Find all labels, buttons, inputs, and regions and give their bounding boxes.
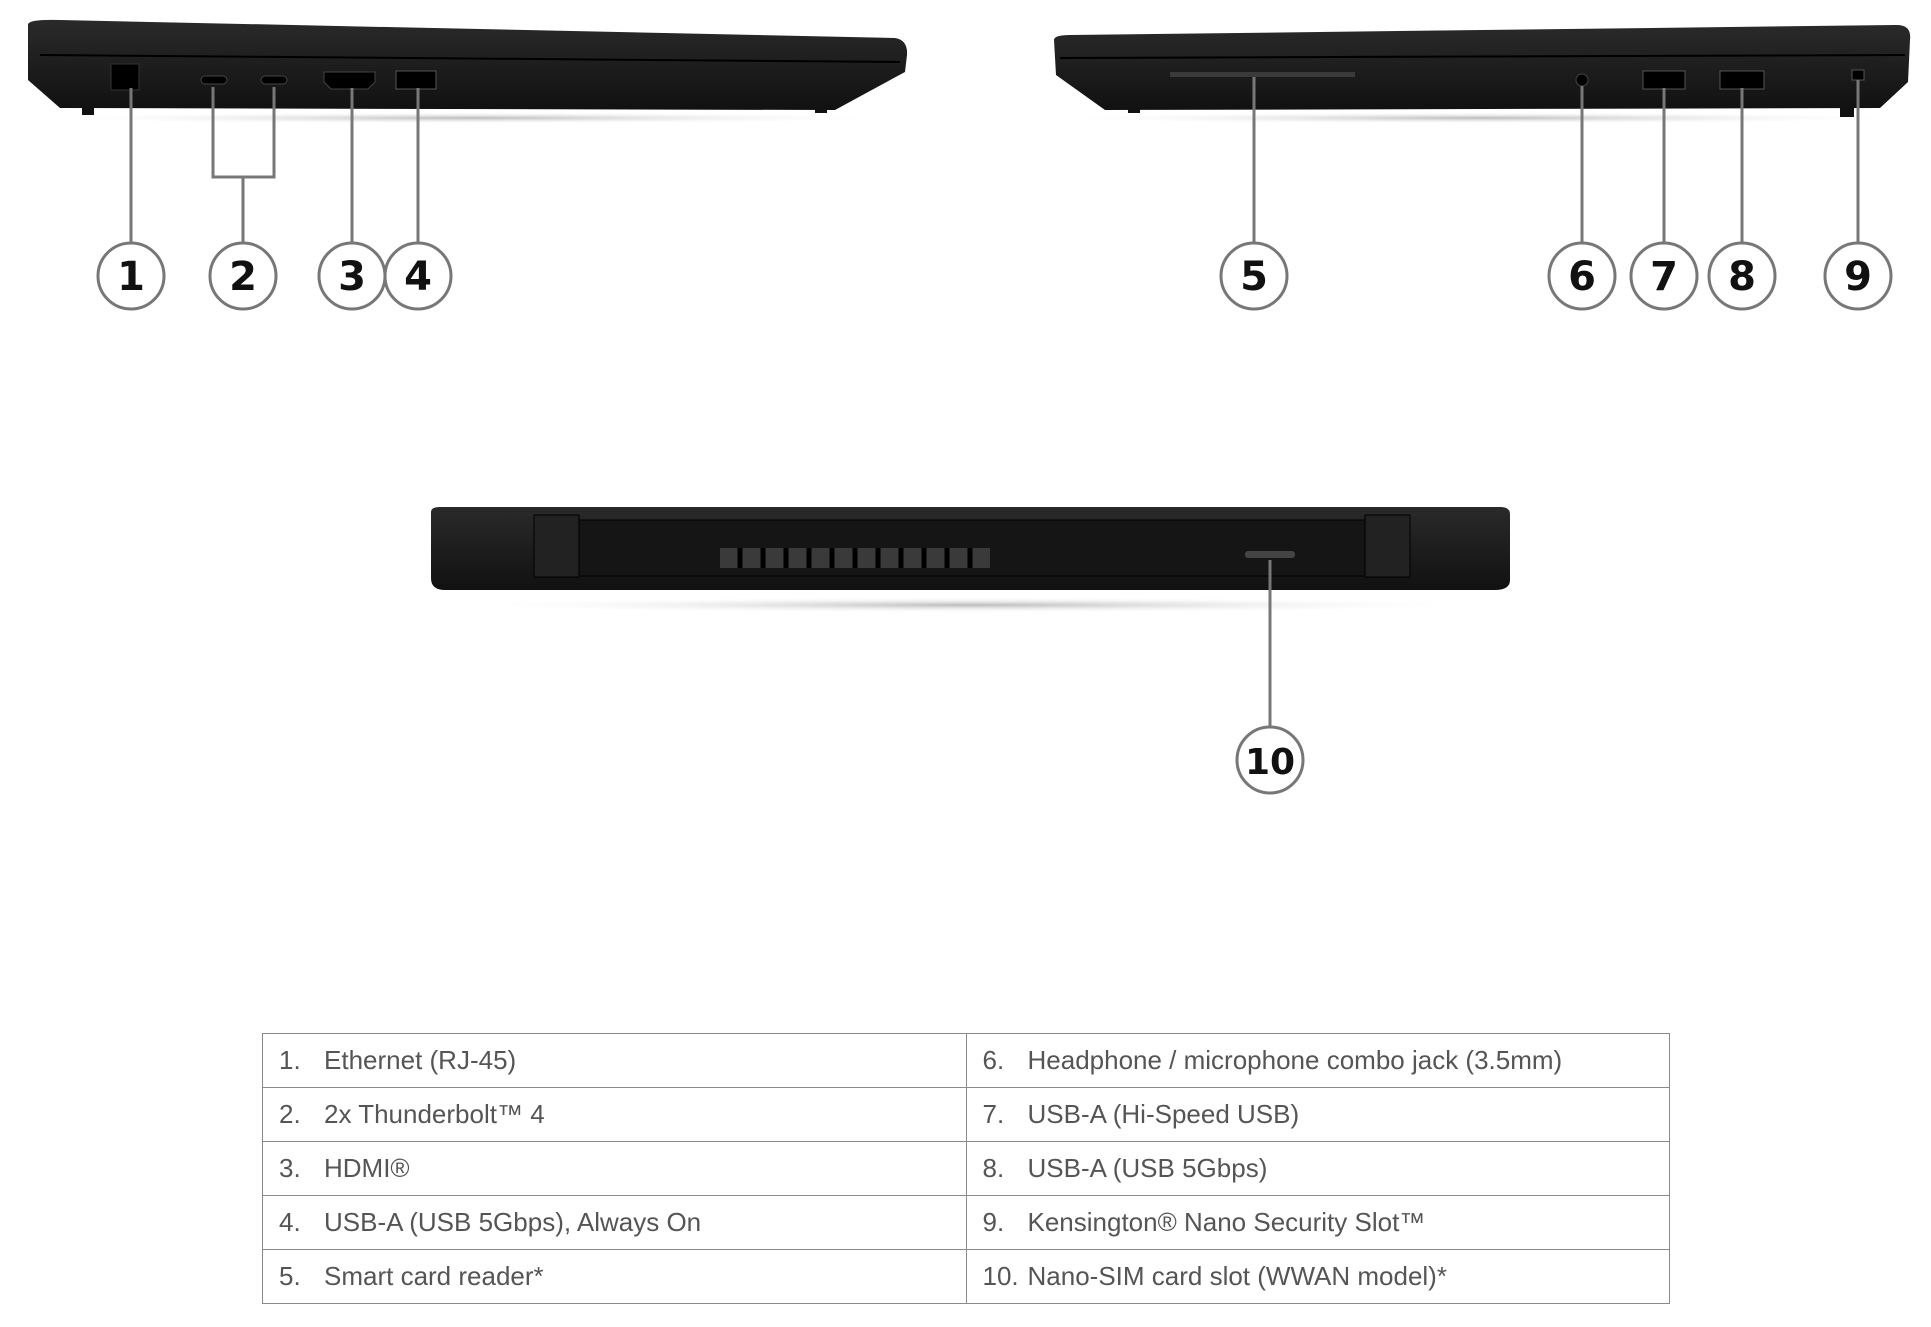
item-label: HDMI®: [324, 1153, 410, 1183]
callout-1: 1: [96, 241, 166, 311]
item-label: USB-A (Hi-Speed USB): [1027, 1099, 1300, 1129]
legend-cell: 2. 2x Thunderbolt™ 4: [262, 1087, 967, 1142]
svg-text:10: 10: [1245, 742, 1295, 783]
svg-text:4: 4: [404, 254, 432, 300]
right-side-view: [1040, 24, 1920, 124]
svg-text:8: 8: [1728, 254, 1756, 300]
item-number: 10.: [982, 1261, 1019, 1291]
table-row: 2. 2x Thunderbolt™ 4 7. USB-A (Hi-Speed USB…: [262, 1087, 1670, 1142]
item-label: 2x Thunderbolt™ 4: [324, 1099, 545, 1129]
item-number: 5.: [279, 1261, 301, 1291]
callout-8: 8: [1707, 241, 1777, 311]
left-side-view: [28, 19, 910, 124]
item-number: 9.: [982, 1207, 1005, 1237]
callout-2: 2: [208, 241, 278, 311]
ethernet-port: [110, 63, 140, 91]
svg-text:6: 6: [1568, 254, 1596, 300]
callout-6: 6: [1547, 241, 1617, 311]
svg-text:3: 3: [338, 254, 366, 300]
table-row: 4. USB-A (USB 5Gbps), Always On 9. Kensingt…: [262, 1195, 1670, 1250]
svg-text:1: 1: [117, 254, 145, 300]
item-number: 6.: [982, 1045, 1005, 1075]
callout-9: 9: [1823, 241, 1893, 311]
security-slot: [1851, 69, 1865, 81]
legend-cell: 7. USB-A (Hi-Speed USB): [965, 1087, 1670, 1142]
item-number: 7.: [982, 1099, 1005, 1129]
item-number: 3.: [279, 1153, 301, 1183]
thunderbolt-port: [200, 75, 228, 85]
item-label: Nano-SIM card slot (WWAN model)*: [1027, 1261, 1447, 1291]
callout-7: 7: [1629, 241, 1699, 311]
table-row: 1. Ethernet (RJ-45) 6. Headphone / micropho…: [262, 1033, 1670, 1088]
item-number: 4.: [279, 1207, 301, 1237]
item-number: 2.: [279, 1099, 301, 1129]
rear-view: [431, 507, 1510, 613]
usb-a-port: [1719, 70, 1765, 90]
item-label: Kensington® Nano Security Slot™: [1027, 1207, 1426, 1237]
nano-sim-slot: [1245, 551, 1295, 558]
callout-5: 5: [1219, 241, 1289, 311]
item-label: USB-A (USB 5Gbps), Always On: [324, 1207, 702, 1237]
hdmi-port: [323, 71, 376, 90]
legend-cell: 3. HDMI®: [262, 1141, 967, 1196]
thunderbolt-port: [260, 75, 288, 85]
legend-cell: 10. Nano-SIM card slot (WWAN model)*: [965, 1249, 1670, 1304]
item-label: Ethernet (RJ-45): [324, 1045, 517, 1075]
item-label: Smart card reader*: [324, 1261, 544, 1291]
item-number: 1.: [279, 1045, 301, 1075]
item-label: USB-A (USB 5Gbps): [1027, 1153, 1268, 1183]
table-row: 5. Smart card reader* 10. Nano-SIM card slo…: [262, 1249, 1670, 1304]
callout-10: 10: [1235, 725, 1305, 795]
legend-cell: 9. Kensington® Nano Security Slot™: [965, 1195, 1670, 1250]
port-legend-table: 1. Ethernet (RJ-45) 6. Headphone / micropho…: [262, 1033, 1670, 1304]
callout-4: 4: [383, 241, 453, 311]
svg-text:5: 5: [1240, 254, 1268, 300]
smart-card-slot: [1170, 72, 1355, 77]
svg-text:7: 7: [1650, 254, 1678, 300]
callout-3: 3: [317, 241, 387, 311]
legend-cell: 1. Ethernet (RJ-45): [262, 1033, 967, 1088]
usb-a-port: [1642, 70, 1686, 90]
usb-a-port: [395, 70, 437, 90]
svg-text:9: 9: [1844, 254, 1872, 300]
legend-cell: 4. USB-A (USB 5Gbps), Always On: [262, 1195, 967, 1250]
legend-cell: 6. Headphone / microphone combo jack (3.5…: [965, 1033, 1670, 1088]
legend-cell: 5. Smart card reader*: [262, 1249, 967, 1304]
svg-text:2: 2: [229, 254, 257, 300]
audio-jack: [1575, 73, 1589, 87]
legend-cell: 8. USB-A (USB 5Gbps): [965, 1141, 1670, 1196]
item-label: Headphone / microphone combo jack (3.5mm…: [1027, 1045, 1563, 1075]
laptop-port-diagram: 1 2 3 4 5 6 7 8 9 10: [28, 19, 1920, 795]
item-number: 8.: [982, 1153, 1005, 1183]
table-row: 3. HDMI® 8. USB-A (USB 5Gbps): [262, 1141, 1670, 1196]
